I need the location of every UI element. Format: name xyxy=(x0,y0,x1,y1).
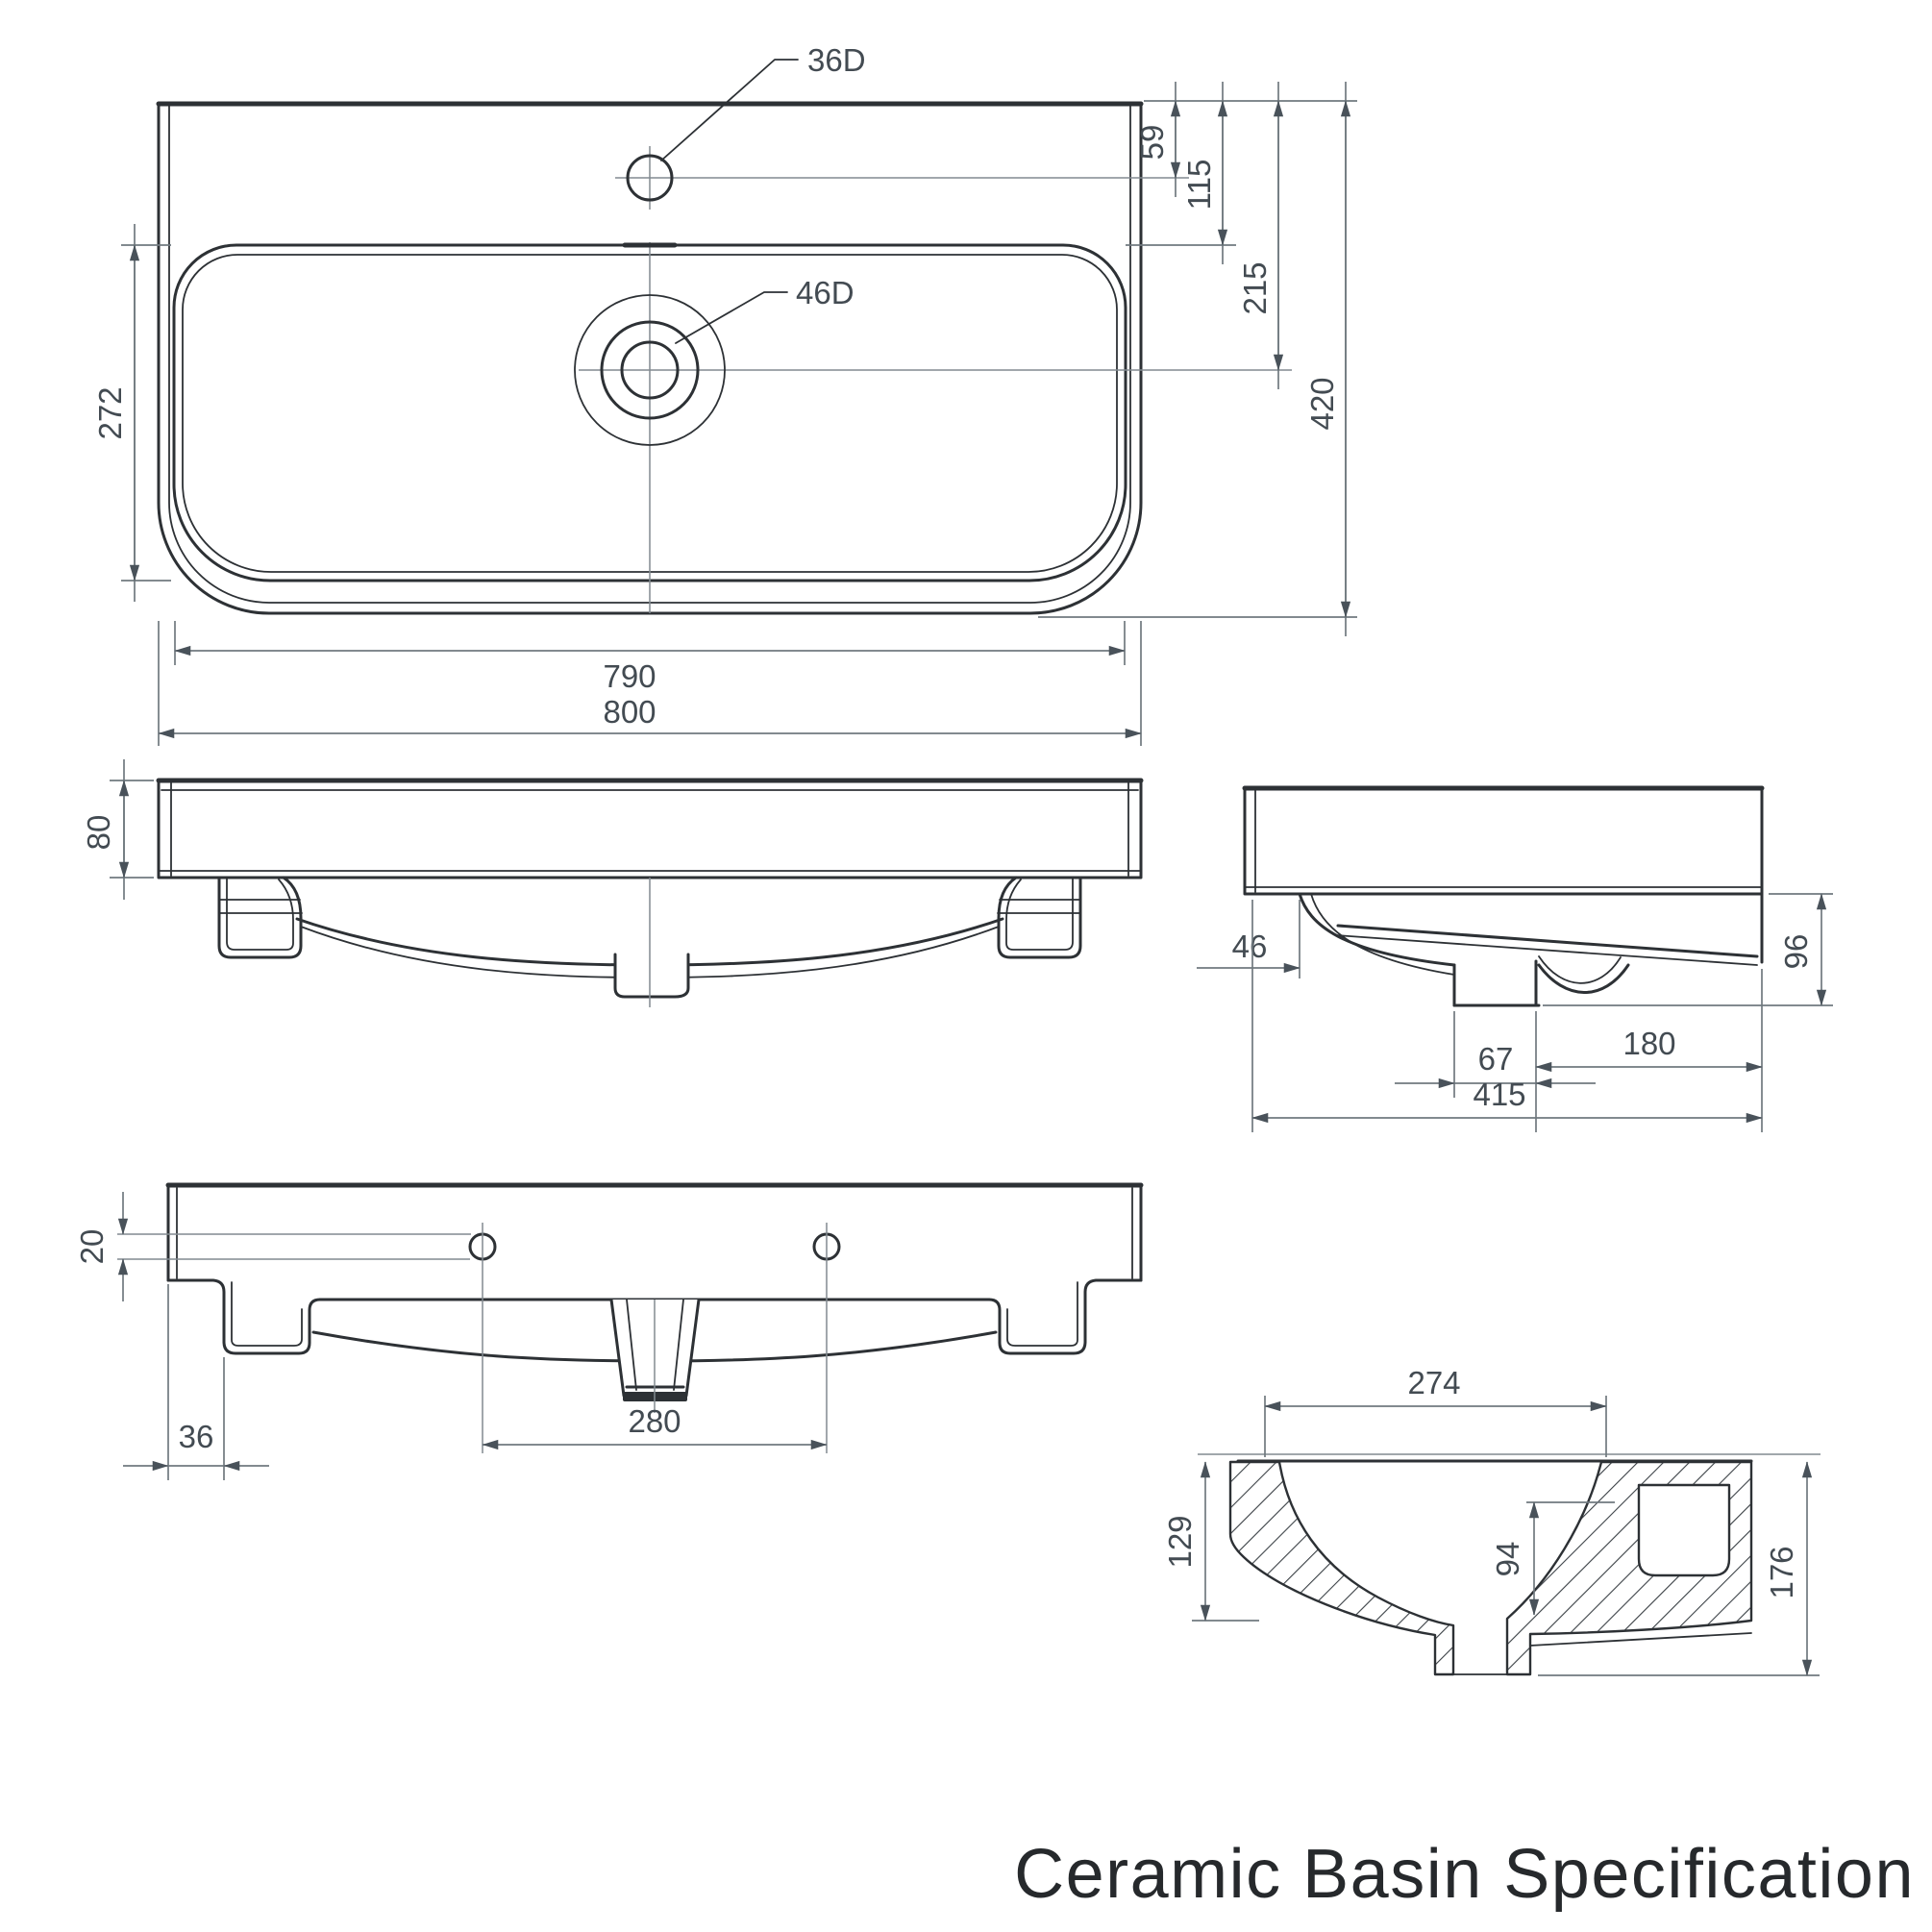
drain-inner-circle xyxy=(620,340,680,400)
funnel-outer-left xyxy=(609,1298,626,1398)
side-underside-slope-inner xyxy=(1335,934,1758,966)
dim-272: 272 xyxy=(92,386,128,439)
dim-790: 790 xyxy=(603,658,656,694)
dim-420: 420 xyxy=(1304,377,1340,430)
side-bowl-wall-outer xyxy=(1298,892,1456,967)
drawing-title: Ceramic Basin Specification xyxy=(1014,1836,1915,1913)
front-slab-outline xyxy=(157,779,1143,879)
funnel-outer-right xyxy=(684,1298,701,1398)
front-right-bracket xyxy=(997,876,1082,959)
dim-67: 67 xyxy=(1478,1041,1514,1077)
drain-callout-label: 46D xyxy=(796,275,855,310)
top-view-outer-outline xyxy=(157,102,1143,615)
dim-176: 176 xyxy=(1764,1546,1799,1598)
drain-outer-circle xyxy=(574,294,726,446)
dim-20: 20 xyxy=(74,1229,110,1265)
dim-274: 274 xyxy=(1407,1365,1460,1400)
side-bowl-back-arc xyxy=(1537,963,1630,994)
dim-80: 80 xyxy=(81,815,116,851)
dim-180: 180 xyxy=(1622,1026,1675,1061)
faucet-callout-leader xyxy=(660,59,799,161)
bottom-left-notch xyxy=(166,1278,322,1355)
side-bowl-back-arc-inner xyxy=(1538,955,1622,984)
dim-129: 129 xyxy=(1162,1515,1198,1568)
top-view-rim-outline xyxy=(172,243,1127,582)
dim-415: 415 xyxy=(1473,1077,1525,1112)
section-right-wall xyxy=(1505,1460,1753,1676)
dim-115: 115 xyxy=(1181,160,1217,211)
dim-46: 46 xyxy=(1232,929,1268,964)
dim-94: 94 xyxy=(1490,1542,1525,1577)
dim-36: 36 xyxy=(179,1419,214,1454)
front-left-bracket xyxy=(217,876,303,959)
dim-96: 96 xyxy=(1778,934,1814,970)
section-underside-double-line xyxy=(1529,1632,1752,1647)
front-view: 80 xyxy=(81,759,1144,1007)
section-view: 274 129 94 176 xyxy=(1162,1365,1821,1676)
top-view: 36D 46D 272 59 115 215 420 790 xyxy=(92,42,1357,746)
dim-800: 800 xyxy=(603,694,656,730)
front-drain-mask xyxy=(615,952,688,997)
dim-59: 59 xyxy=(1134,125,1170,161)
bottom-left-notch-inner xyxy=(231,1281,303,1347)
bottom-right-notch-inner xyxy=(1006,1281,1078,1347)
drain-callout-leader xyxy=(675,291,788,344)
dim-280: 280 xyxy=(628,1403,681,1439)
faucet-callout-label: 36D xyxy=(807,42,866,78)
dim-215: 215 xyxy=(1237,261,1273,314)
side-bowl-wall-inner xyxy=(1310,893,1455,976)
side-underside-slope xyxy=(1336,924,1759,958)
side-slab-outline xyxy=(1243,786,1764,896)
section-left-wall xyxy=(1228,1460,1455,1676)
bottom-right-notch xyxy=(987,1278,1143,1355)
drain-middle-circle xyxy=(600,320,700,420)
funnel-inner-right xyxy=(673,1299,684,1391)
top-view-rim-inner-outline xyxy=(182,254,1118,573)
bottom-view: 20 36 280 xyxy=(74,1182,1144,1480)
side-view: 46 96 67 180 415 xyxy=(1197,785,1833,1132)
funnel-inner-left xyxy=(626,1299,637,1391)
faucet-hole xyxy=(626,154,674,202)
